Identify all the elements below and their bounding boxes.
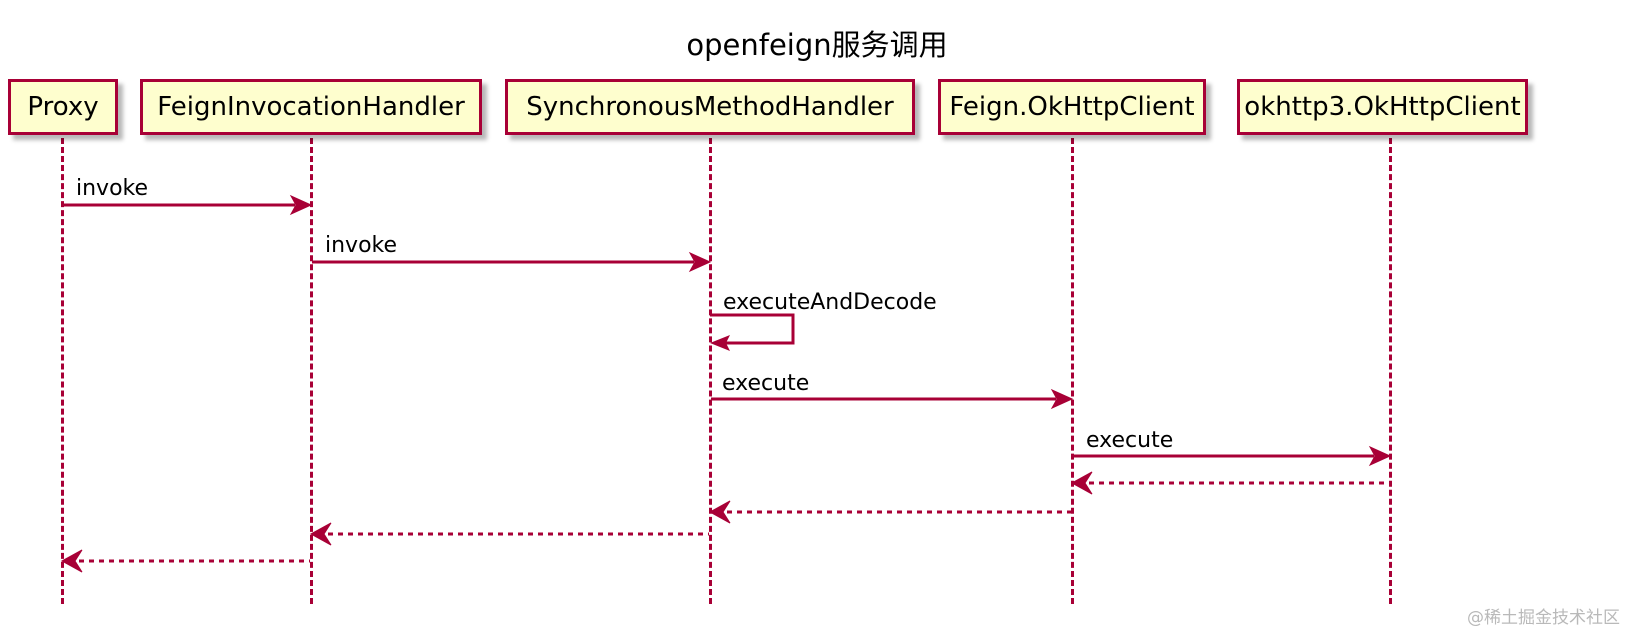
page-title: openfeign服务调用 (686, 28, 948, 62)
message-8-return[interactable] (309, 522, 710, 546)
message-9-return[interactable] (60, 549, 311, 573)
participant-label: SynchronousMethodHandler (526, 92, 894, 122)
message-3-self-call[interactable] (698, 307, 821, 365)
participant-label: okhttp3.OkHttpClient (1244, 92, 1521, 122)
participant-synchronous-method-handler[interactable]: SynchronousMethodHandler (505, 79, 915, 135)
participant-label: FeignInvocationHandler (157, 92, 465, 122)
participant-feign-okhttpclient[interactable]: Feign.OkHttpClient (938, 79, 1206, 135)
lifeline-okhttp3-okhttpclient (1389, 138, 1392, 604)
message-label-1: invoke (76, 176, 149, 201)
lifeline-proxy (61, 138, 64, 604)
participant-proxy[interactable]: Proxy (8, 79, 118, 135)
lifeline-feign-okhttpclient (1071, 138, 1074, 604)
message-7-return[interactable] (708, 500, 1072, 524)
participant-feign-invocation-handler[interactable]: FeignInvocationHandler (140, 79, 482, 135)
participant-okhttp3-okhttpclient[interactable]: okhttp3.OkHttpClient (1237, 79, 1528, 135)
message-4-call[interactable] (710, 387, 1074, 411)
participant-label: Feign.OkHttpClient (949, 92, 1195, 122)
message-label-2: invoke (325, 233, 398, 258)
message-5-call[interactable] (1072, 444, 1392, 468)
watermark: @稀土掘金技术社区 (1467, 608, 1620, 628)
message-label-3: executeAndDecode (723, 290, 937, 315)
message-2-call[interactable] (311, 250, 712, 274)
participant-label: Proxy (27, 92, 99, 122)
lifeline-synchronous-method-handler (709, 138, 712, 604)
message-label-5: execute (1086, 428, 1174, 453)
lifeline-feign-invocation-handler (310, 138, 313, 604)
message-1-call[interactable] (62, 193, 313, 217)
message-6-return[interactable] (1070, 471, 1390, 495)
message-label-4: execute (722, 371, 810, 396)
